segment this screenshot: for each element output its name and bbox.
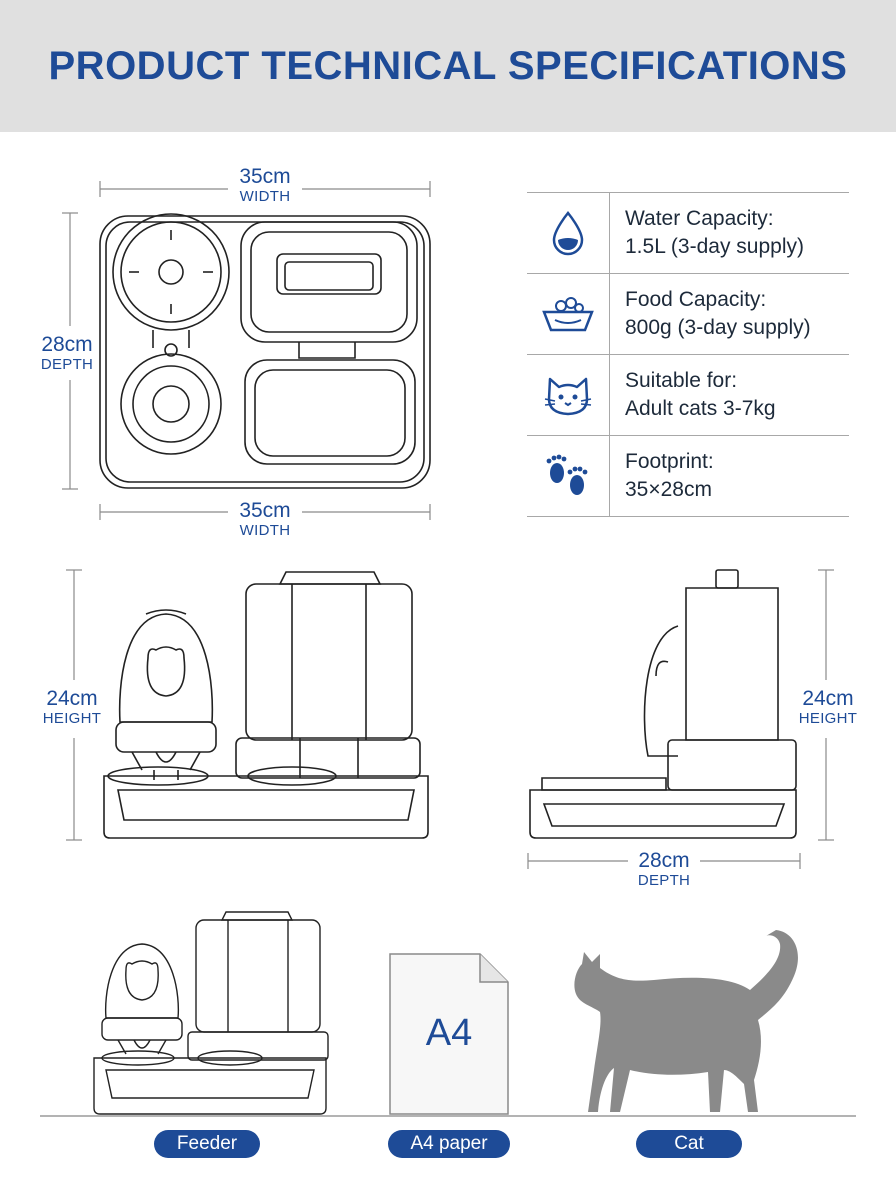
feeder-top-view	[99, 213, 431, 489]
food-bowl-icon	[527, 274, 610, 354]
side-height-dimension: 24cm HEIGHT	[778, 688, 878, 726]
spec-label: Suitable for:	[625, 369, 738, 392]
spec-label: Food Capacity:	[625, 288, 767, 311]
a4-paper-illustration	[389, 953, 509, 1115]
top-width-dimension: 35cm WIDTH	[215, 166, 315, 204]
front-height-dimension: 24cm HEIGHT	[22, 688, 122, 726]
spec-table: Water Capacity: 1.5L (3-day supply) Food…	[527, 192, 849, 517]
spec-value: 1.5L (3-day supply)	[625, 235, 804, 258]
a4-sheet-text: A4	[425, 1012, 473, 1054]
dimension-unit: DEPTH	[40, 356, 94, 373]
feeder-small-illustration	[93, 911, 329, 1115]
dimension-value: 28cm	[41, 333, 93, 356]
feeder-side-view	[529, 569, 797, 839]
spec-label: Water Capacity:	[625, 207, 774, 230]
top-depth-dimension: 28cm DEPTH	[22, 334, 112, 372]
spec-label: Footprint:	[625, 450, 714, 473]
dimension-value: 28cm	[638, 849, 690, 872]
spec-row-food: Food Capacity: 800g (3-day supply)	[527, 273, 849, 354]
dimension-unit: HEIGHT	[798, 710, 858, 727]
water-drop-icon	[527, 193, 610, 273]
dimension-value: 24cm	[802, 687, 854, 710]
paw-prints-icon	[527, 436, 610, 516]
a4-paper-label-pill: A4 paper	[388, 1130, 510, 1158]
cat-face-icon	[527, 355, 610, 435]
dimension-value: 24cm	[46, 687, 98, 710]
cat-label-pill: Cat	[636, 1130, 742, 1158]
dimension-unit: HEIGHT	[42, 710, 102, 727]
spec-value: 35×28cm	[625, 478, 712, 501]
side-depth-dimension: 28cm DEPTH	[614, 850, 714, 888]
spec-value: Adult cats 3-7kg	[625, 397, 776, 420]
feeder-label-pill: Feeder	[154, 1130, 260, 1158]
spec-row-suitable: Suitable for: Adult cats 3-7kg	[527, 354, 849, 435]
cat-silhouette-illustration	[574, 930, 798, 1112]
dimension-unit: WIDTH	[239, 188, 291, 205]
dimension-value: 35cm	[239, 499, 291, 522]
page-title: PRODUCT TECHNICAL SPECIFICATIONS	[48, 44, 848, 88]
dimension-unit: DEPTH	[637, 872, 691, 889]
dimension-value: 35cm	[239, 165, 291, 188]
dimension-unit: WIDTH	[239, 522, 291, 539]
header-banner: PRODUCT TECHNICAL SPECIFICATIONS	[0, 0, 896, 132]
feeder-front-view	[103, 571, 429, 839]
spec-row-footprint: Footprint: 35×28cm	[527, 435, 849, 517]
spec-row-water: Water Capacity: 1.5L (3-day supply)	[527, 192, 849, 273]
bottom-width-dimension: 35cm WIDTH	[215, 500, 315, 538]
spec-value: 800g (3-day supply)	[625, 316, 811, 339]
